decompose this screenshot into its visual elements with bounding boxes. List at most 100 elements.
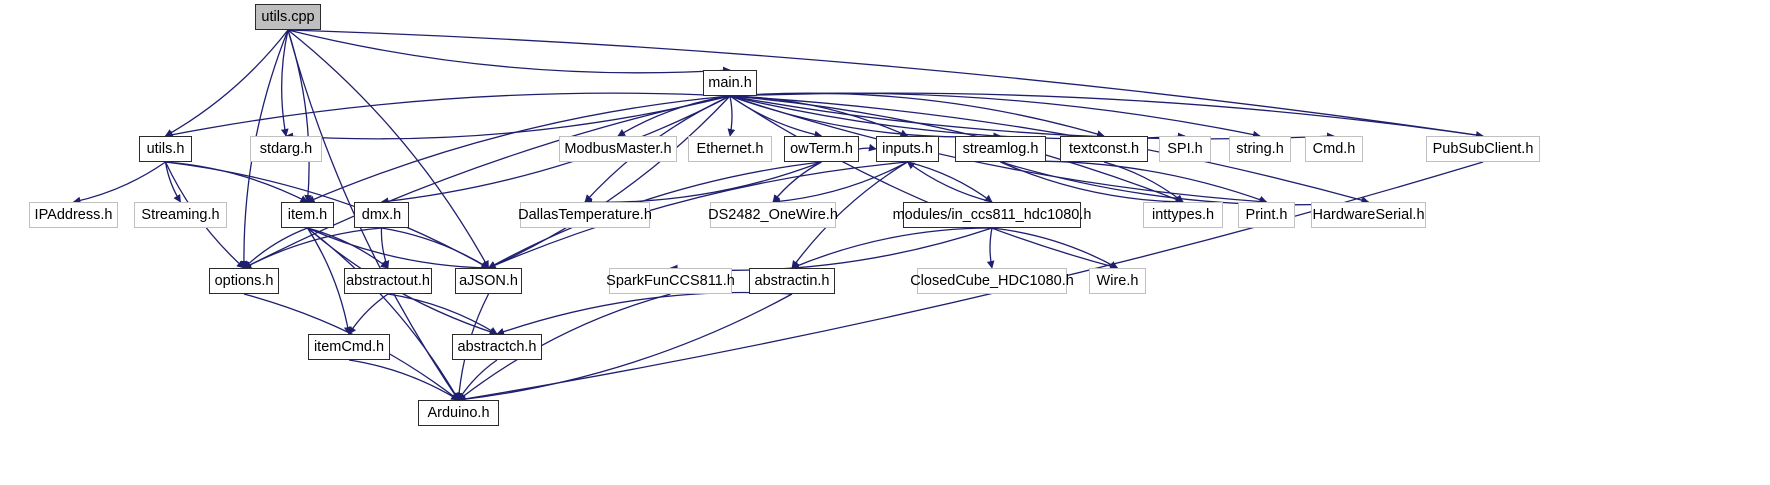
graph-node-label: HardwareSerial.h xyxy=(1312,206,1425,223)
graph-node-utils-cpp[interactable]: utils.cpp xyxy=(255,4,321,30)
graph-node-streaming-h[interactable]: Streaming.h xyxy=(134,202,227,228)
graph-node-label: options.h xyxy=(214,272,274,289)
graph-node-dallastemp-h[interactable]: DallasTemperature.h xyxy=(518,202,652,228)
graph-edge-dmx-h-to-options-h xyxy=(243,227,382,269)
graph-edge-main-h-to-utils-h xyxy=(164,92,731,139)
graph-node-wire-h[interactable]: Wire.h xyxy=(1089,268,1146,294)
graph-node-cmd-h[interactable]: Cmd.h xyxy=(1305,136,1363,162)
graph-edge-item-h-to-arduino-h xyxy=(307,227,460,401)
graph-node-ipaddress-h[interactable]: IPAddress.h xyxy=(29,202,118,228)
graph-edge-streamlog-h-to-inttypes-h xyxy=(1000,161,1184,206)
graph-edge-owterm-h-to-inputs-h xyxy=(858,143,877,152)
graph-node-ethernet-h[interactable]: Ethernet.h xyxy=(688,136,772,162)
graph-node-label: abstractin.h xyxy=(754,272,830,289)
graph-edge-abstractout-h-to-abstractch-h xyxy=(387,293,498,335)
graph-edge-ccs811mod-h-to-abstractin-h xyxy=(791,227,993,269)
graph-node-label: inputs.h xyxy=(882,140,933,157)
graph-edge-utils-h-to-ipaddress-h xyxy=(72,161,166,205)
graph-edge-utils-h-to-streaming-h xyxy=(164,161,182,203)
graph-edge-streamlog-h-to-print-h xyxy=(1000,160,1268,204)
graph-node-stdarg-h[interactable]: stdarg.h xyxy=(250,136,322,162)
graph-node-item-h[interactable]: item.h xyxy=(281,202,334,228)
graph-node-label: Print.h xyxy=(1245,206,1288,223)
graph-node-utils-h[interactable]: utils.h xyxy=(139,136,192,162)
graph-node-arduino-h[interactable]: Arduino.h xyxy=(418,400,499,426)
graph-node-label: owTerm.h xyxy=(790,140,853,157)
graph-node-abstractin-h[interactable]: abstractin.h xyxy=(749,268,835,294)
graph-node-label: aJSON.h xyxy=(459,272,518,289)
graph-node-abstractout-h[interactable]: abstractout.h xyxy=(344,268,432,294)
graph-edge-main-h-to-cmd-h xyxy=(729,95,1335,141)
graph-edge-owterm-h-to-ds2482-h xyxy=(772,161,822,203)
graph-node-label: streamlog.h xyxy=(962,140,1039,157)
graph-edge-abstractout-h-to-itemcmd-h xyxy=(348,293,389,335)
graph-node-label: utils.cpp xyxy=(261,8,315,25)
graph-edge-main-h-to-ethernet-h xyxy=(727,95,736,137)
graph-node-ccs811mod-h[interactable]: modules/in_ccs811_hdc1080.h xyxy=(893,202,1091,228)
graph-node-textconst-h[interactable]: textconst.h xyxy=(1060,136,1148,162)
graph-node-label: ClosedCube_HDC1080.h xyxy=(910,272,1074,289)
graph-edge-inputs-h-to-ds2482-h xyxy=(772,161,908,206)
graph-edge-textconst-h-to-inttypes-h xyxy=(1103,161,1184,203)
graph-node-label: modules/in_ccs811_hdc1080.h xyxy=(892,206,1092,223)
graph-node-label: stdarg.h xyxy=(259,140,313,157)
graph-edge-utils-cpp-to-stdarg-h xyxy=(280,29,289,137)
graph-edge-utils-cpp-to-utils-h xyxy=(164,29,289,137)
graph-edge-ccs811mod-h-to-closedcube-h xyxy=(986,227,995,269)
graph-node-inttypes-h[interactable]: inttypes.h xyxy=(1143,202,1223,228)
graph-edge-item-h-to-ajson-h xyxy=(307,227,490,272)
graph-node-ds2482-h[interactable]: DS2482_OneWire.h xyxy=(708,202,838,228)
graph-node-label: textconst.h xyxy=(1068,140,1140,157)
graph-edge-utils-h-to-item-h xyxy=(165,161,309,203)
graph-node-print-h[interactable]: Print.h xyxy=(1238,202,1295,228)
graph-node-main-h[interactable]: main.h xyxy=(703,70,757,96)
graph-edge-main-h-to-stdarg-h xyxy=(285,95,731,141)
graph-node-abstractch-h[interactable]: abstractch.h xyxy=(452,334,542,360)
graph-node-sparkfunccs-h[interactable]: SparkFunCCS811.h xyxy=(606,268,735,294)
graph-node-label: IPAddress.h xyxy=(34,206,113,223)
graph-edge-item-h-to-abstractout-h xyxy=(307,227,389,269)
graph-node-label: item.h xyxy=(287,206,328,223)
graph-node-label: abstractch.h xyxy=(457,338,537,355)
graph-edge-inputs-h-to-ccs811mod-h xyxy=(907,161,993,203)
graph-edge-item-h-to-itemcmd-h xyxy=(306,227,352,335)
graph-node-hardwareserial-h[interactable]: HardwareSerial.h xyxy=(1311,202,1426,228)
graph-node-label: DallasTemperature.h xyxy=(518,206,652,223)
graph-edge-item-h-to-options-h xyxy=(243,227,308,269)
graph-node-streamlog-h[interactable]: streamlog.h xyxy=(955,136,1046,162)
graph-edge-main-h-to-owterm-h xyxy=(729,95,823,139)
graph-node-inputs-h[interactable]: inputs.h xyxy=(876,136,939,162)
graph-edge-dmx-h-to-ajson-h xyxy=(381,227,490,269)
graph-node-label: Arduino.h xyxy=(427,404,490,421)
graph-node-options-h[interactable]: options.h xyxy=(209,268,279,294)
graph-node-label: ModbusMaster.h xyxy=(564,140,672,157)
graph-node-spi-h[interactable]: SPI.h xyxy=(1159,136,1211,162)
graph-node-label: Wire.h xyxy=(1096,272,1139,289)
graph-node-pubsubclient-h[interactable]: PubSubClient.h xyxy=(1426,136,1540,162)
graph-node-ajson-h[interactable]: aJSON.h xyxy=(455,268,522,294)
graph-edge-main-h-to-inputs-h xyxy=(729,95,909,137)
graph-edge-ccs811mod-h-to-wire-h xyxy=(991,227,1119,269)
graph-node-owterm-h[interactable]: owTerm.h xyxy=(784,136,859,162)
graph-node-closedcube-h[interactable]: ClosedCube_HDC1080.h xyxy=(910,268,1074,294)
graph-edge-main-h-to-modbusmaster-h xyxy=(617,95,731,137)
graph-node-modbusmaster-h[interactable]: ModbusMaster.h xyxy=(559,136,677,162)
graph-edge-abstractch-h-to-arduino-h xyxy=(457,359,498,401)
graph-edge-dmx-h-to-abstractout-h xyxy=(380,227,390,269)
graph-edge-main-h-to-options-h xyxy=(243,95,731,269)
graph-edge-main-h-to-string-h xyxy=(729,92,1261,139)
graph-edge-main-h-to-dmx-h xyxy=(380,95,731,206)
graph-node-label: PubSubClient.h xyxy=(1432,140,1534,157)
graph-edge-streamlog-h-to-hardwareserial-h xyxy=(1000,161,1370,207)
graph-node-label: itemCmd.h xyxy=(313,338,385,355)
graph-edge-main-h-to-spi-h xyxy=(729,95,1186,141)
graph-edge-utils-cpp-to-main-h xyxy=(287,29,731,75)
graph-node-itemcmd-h[interactable]: itemCmd.h xyxy=(308,334,390,360)
graph-node-label: SparkFunCCS811.h xyxy=(606,272,735,289)
graph-node-label: inttypes.h xyxy=(1151,206,1215,223)
graph-node-string-h[interactable]: string.h xyxy=(1229,136,1291,162)
graph-edge-ccs811mod-h-to-inputs-h xyxy=(906,161,993,203)
graph-node-dmx-h[interactable]: dmx.h xyxy=(354,202,409,228)
graph-node-label: main.h xyxy=(708,74,752,91)
